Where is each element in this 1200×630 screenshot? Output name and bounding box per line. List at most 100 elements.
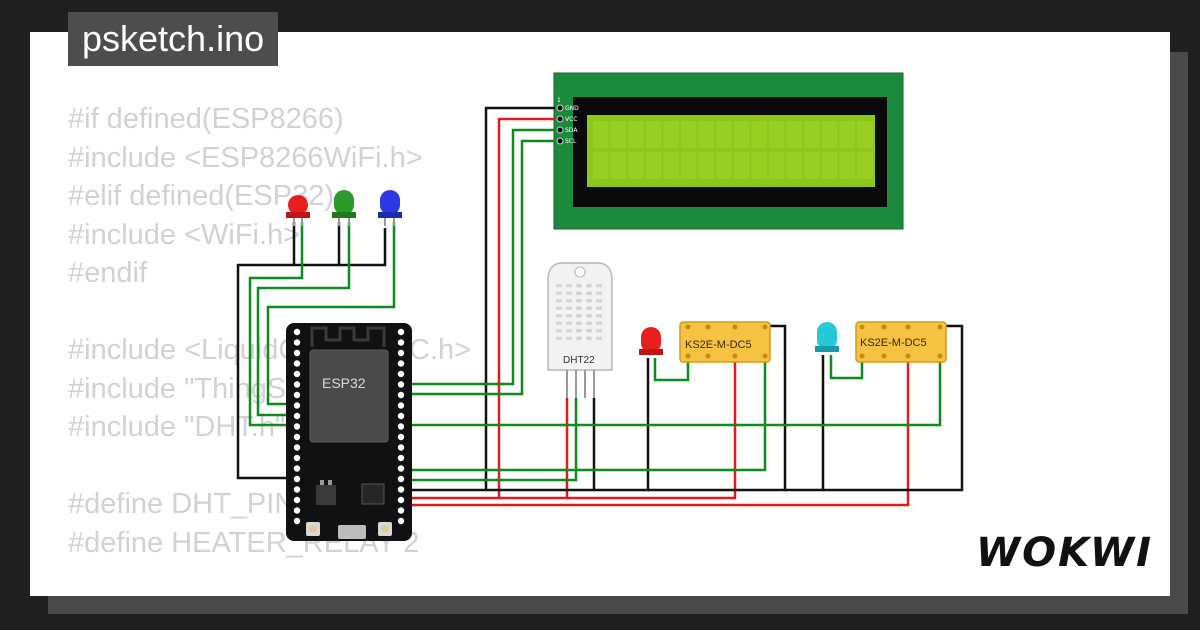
lcd-pin-label: VCC <box>565 116 577 123</box>
wire-lcd-scl <box>408 139 555 396</box>
relay-1[interactable]: KS2E-M-DC5 <box>679 321 771 363</box>
wire-relay1-in <box>408 356 767 472</box>
lcd-cell <box>786 152 803 179</box>
dht22-sensor[interactable]: DHT22 <box>547 262 613 398</box>
lcd-cell <box>769 152 785 179</box>
esp32-pin <box>293 402 301 409</box>
grille-slot <box>586 284 592 288</box>
grille-slot <box>596 314 602 318</box>
lcd-pin-one: 1 <box>557 97 561 104</box>
grille-slot <box>566 321 572 325</box>
code-line: #include <ESP8266WiFi.h> <box>68 141 423 174</box>
grille-slot <box>556 284 562 288</box>
wire-lcd-sda <box>408 128 555 386</box>
grille-slot <box>576 314 582 318</box>
wire-led-gnd-bus <box>236 228 387 480</box>
esp32-pin <box>293 381 301 388</box>
esp32-pin <box>293 370 301 378</box>
led-cyan-relay2[interactable] <box>815 322 839 352</box>
esp32-pin <box>293 496 301 504</box>
grille-slot <box>596 329 602 333</box>
esp32-pin <box>397 402 405 409</box>
grille-slot <box>556 321 562 325</box>
grille-slot <box>576 284 582 288</box>
lcd-cell <box>804 152 820 179</box>
wire-lcd-vcc <box>408 117 555 500</box>
grille-slot <box>596 291 602 295</box>
grille-slot <box>566 336 572 340</box>
dht22-grille <box>556 284 602 340</box>
lcd-cell <box>733 152 750 179</box>
esp32-pin-headers <box>293 328 405 525</box>
lcd-cell <box>839 152 855 179</box>
grille-slot <box>566 306 572 310</box>
esp32-pin <box>293 507 301 514</box>
grille-slot <box>586 314 592 318</box>
lcd-cell <box>681 121 697 148</box>
code-line: #if defined(ESP8266) <box>68 103 344 135</box>
lcd-pin-label: GND <box>565 105 579 112</box>
lcd-cell <box>821 121 838 148</box>
wire-relay2-gnd <box>823 324 964 492</box>
lcd-cell <box>681 152 697 179</box>
lcd-cell <box>698 121 715 148</box>
code-line: #endif <box>68 257 148 289</box>
esp32-pin <box>397 339 405 346</box>
grille-slot <box>596 321 602 325</box>
code-line: #include <WiFi.h> <box>68 218 301 251</box>
esp32-pin <box>293 360 301 367</box>
lcd-module[interactable]: 1 GND VCC SDA SCL <box>553 72 904 230</box>
code-line: #define DHT_PIN 15 <box>68 488 336 520</box>
lcd-cell <box>716 121 732 148</box>
esp32-pin <box>397 423 405 430</box>
wire-dht-data <box>408 398 578 482</box>
wire-lcd-gnd <box>408 106 555 492</box>
esp32-pin <box>397 454 405 462</box>
grille-slot <box>576 306 582 310</box>
code-line: #include "DHT.h" <box>68 411 286 443</box>
lcd-cell <box>857 121 873 148</box>
wire-led-blue-anode <box>266 222 396 406</box>
lcd-cell <box>716 152 732 179</box>
lcd-cell <box>857 152 873 179</box>
lcd-cell <box>733 121 750 148</box>
lcd-cell <box>751 121 767 148</box>
dht22-label: DHT22 <box>563 355 595 366</box>
led-red[interactable] <box>286 195 310 226</box>
led-red-relay1[interactable] <box>639 327 663 355</box>
esp32-pin <box>397 370 405 378</box>
lcd-cell <box>645 152 662 179</box>
grille-slot <box>586 321 592 325</box>
esp32-pin <box>293 454 301 462</box>
lcd-cell <box>593 152 609 179</box>
led-blue[interactable] <box>378 190 402 226</box>
grille-slot <box>566 299 572 303</box>
esp32-pin <box>293 328 301 336</box>
esp32-pin <box>293 339 301 346</box>
code-line: #define HEATER_RELAY 2 <box>68 526 420 559</box>
lcd-cell <box>593 121 609 148</box>
relay-2[interactable]: KS2E-M-DC5 <box>855 321 947 363</box>
wire-led3-gnd <box>785 355 825 492</box>
esp32-pin <box>397 391 405 399</box>
esp32-pin <box>397 507 405 514</box>
wire-led-green-anode <box>256 222 351 417</box>
relay-1-label: KS2E-M-DC5 <box>685 339 752 351</box>
relay-2-label: KS2E-M-DC5 <box>860 337 927 349</box>
esp32-pin <box>293 517 301 525</box>
lcd-pin-label: SCL <box>565 138 577 145</box>
wire-relay1-ctrl <box>648 324 787 492</box>
wire-led-red-anode <box>248 222 304 427</box>
esp32-board[interactable]: ESP32 <box>286 323 412 541</box>
lcd-cell <box>628 152 644 179</box>
wire-relay1-led <box>653 356 690 382</box>
grille-slot <box>596 299 602 303</box>
led-green[interactable] <box>332 190 356 226</box>
grille-slot <box>566 284 572 288</box>
grille-slot <box>586 306 592 310</box>
grille-slot <box>556 336 562 340</box>
lcd-cell <box>821 152 838 179</box>
lcd-pin-label: SDA <box>565 127 578 134</box>
esp32-pin <box>397 475 405 483</box>
